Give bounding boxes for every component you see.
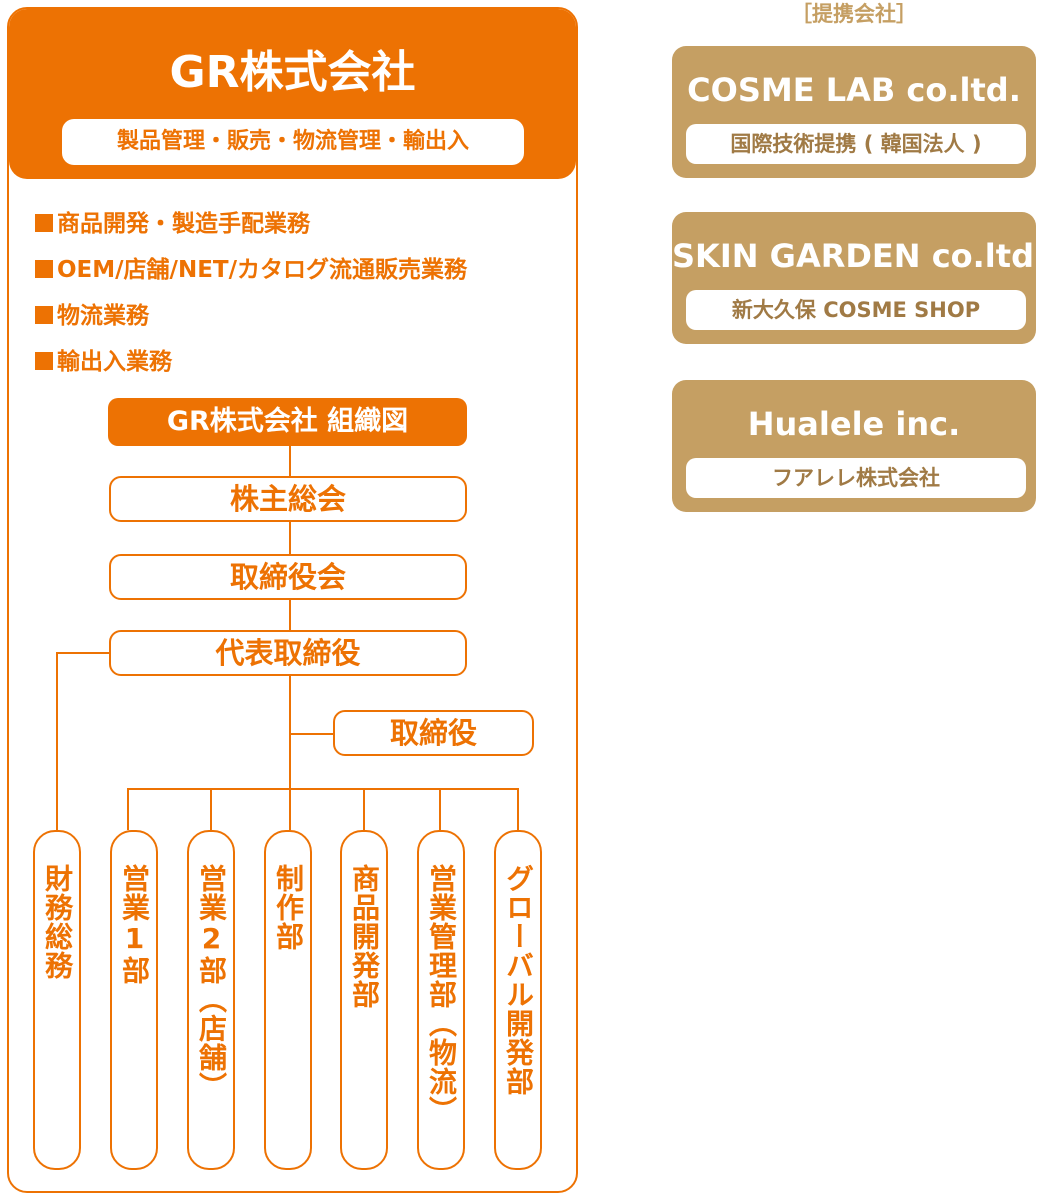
connector-line (363, 788, 365, 830)
connector-line (127, 788, 519, 790)
connector-line (289, 446, 291, 476)
business-item: OEM/店舗/NET/カタログ流通販売業務 (35, 255, 467, 285)
connector-line (289, 733, 333, 735)
department-label: グローバル開発部 (502, 864, 535, 1096)
department-box: グローバル開発部 (494, 830, 542, 1170)
business-item-label: 商品開発・製造手配業務 (57, 211, 310, 237)
partner-name: COSME LAB co.ltd. (687, 71, 1021, 109)
connector-line (57, 652, 109, 654)
connector-line (289, 788, 291, 830)
business-item: 物流業務 (35, 301, 149, 331)
department-label: 制作部 (272, 864, 305, 951)
business-item-label: 物流業務 (57, 303, 149, 329)
partner-name: Hualele inc. (747, 405, 961, 443)
connector-line (127, 788, 129, 830)
department-box: 営業1部 (110, 830, 158, 1170)
partner-card-cosme-lab: COSME LAB co.ltd. 国際技術提携 ( 韓国法人 ) (672, 46, 1036, 178)
partner-card-hualele: Hualele inc. フアレレ株式会社 (672, 380, 1036, 512)
partner-name: SKIN GARDEN co.ltd. (672, 237, 1038, 275)
connector-line (56, 652, 58, 830)
business-item-label: OEM/店舗/NET/カタログ流通販売業務 (57, 257, 468, 283)
bullet-square-icon (35, 260, 53, 278)
partner-heading: ［提携会社］ (791, 2, 917, 26)
connector-line (210, 788, 212, 830)
main-company-header: GR株式会社 製品管理・販売・物流管理・輸出入 (9, 9, 576, 179)
department-box: 商品開発部 (340, 830, 388, 1170)
department-label: 営業2部（店舗） (195, 864, 228, 1101)
department-label: 営業管理部（物流） (425, 864, 458, 1125)
org-chart-title: GR株式会社 組織図 (108, 398, 467, 446)
department-box: 制作部 (264, 830, 312, 1170)
company-name: GR株式会社 (169, 47, 416, 98)
business-item: 商品開発・製造手配業務 (35, 209, 310, 239)
business-item: 輸出入業務 (35, 347, 172, 377)
department-box: 営業2部（店舗） (187, 830, 235, 1170)
connector-line (289, 676, 291, 788)
bullet-square-icon (35, 306, 53, 324)
department-box: 営業管理部（物流） (417, 830, 465, 1170)
partner-description: フアレレ株式会社 (686, 458, 1026, 498)
bullet-square-icon (35, 214, 53, 232)
partner-description: 国際技術提携 ( 韓国法人 ) (686, 124, 1026, 164)
connector-line (289, 600, 291, 630)
department-box: 財務総務 (33, 830, 81, 1170)
shareholders-box: 株主総会 (109, 476, 467, 522)
company-tagline: 製品管理・販売・物流管理・輸出入 (62, 119, 524, 165)
partner-card-skin-garden: SKIN GARDEN co.ltd. 新大久保 COSME SHOP (672, 212, 1038, 344)
department-label: 財務総務 (41, 864, 74, 980)
department-label: 商品開発部 (348, 864, 381, 1009)
ceo-box: 代表取締役 (109, 630, 467, 676)
director-box: 取締役 (333, 710, 534, 756)
connector-line (439, 788, 441, 830)
business-item-label: 輸出入業務 (57, 349, 172, 375)
connector-line (517, 788, 519, 830)
bullet-square-icon (35, 352, 53, 370)
partner-description: 新大久保 COSME SHOP (686, 290, 1026, 330)
board-box: 取締役会 (109, 554, 467, 600)
department-label: 営業1部 (118, 864, 151, 985)
connector-line (289, 522, 291, 554)
